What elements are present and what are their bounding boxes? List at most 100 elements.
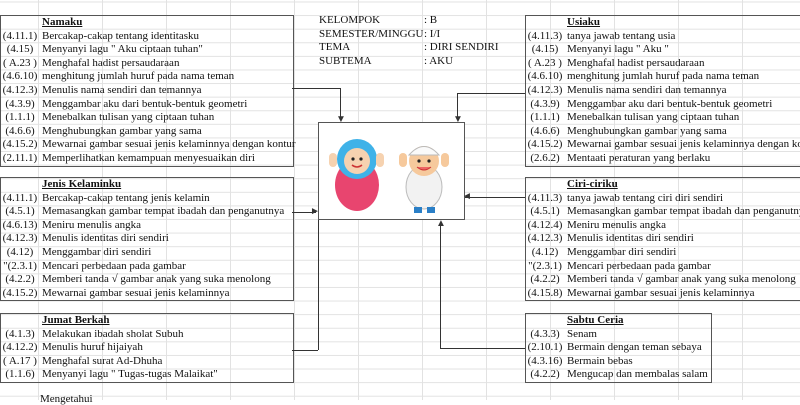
list-item: (4.11.3)tanya jawab tentang usia <box>526 30 800 44</box>
item-text: Mentaati peraturan yang berlaku <box>567 151 711 164</box>
list-item: (4.15) Menyanyi lagu " Aku ciptaan tuhan" <box>1 43 293 57</box>
list-item: "(2.3.1) Mencari perbedaan pada gambar <box>526 260 800 274</box>
section-title: Jumat Berkah <box>42 314 110 326</box>
list-item: (4.5.1)Memasangkan gambar tempat ibadah … <box>526 205 800 219</box>
item-text: Bercakap-cakap tentang jenis kelamin <box>42 191 210 204</box>
item-code: (4.12.3) <box>527 232 563 245</box>
item-text: Memberi tanda √ gambar anak yang suka me… <box>567 273 796 286</box>
list-item: (4.15.2)Mewarnai gambar sesuai jenis kel… <box>1 138 296 152</box>
list-item: (4.12.2) Menulis huruf hijaiyah <box>1 341 293 355</box>
item-code: (4.3.16) <box>527 354 563 367</box>
item-code: (4.6.6) <box>5 124 35 137</box>
item-text: Menyanyi lagu " Aku ciptaan tuhan" <box>42 43 203 56</box>
item-text: Menghafal surat Ad-Dhuha <box>42 354 163 367</box>
spacer <box>526 16 564 30</box>
info-value: : AKU <box>424 54 454 67</box>
item-text: Menggambar diri sendiri <box>567 245 677 258</box>
item-text: Menghafal hadist persaudaraan <box>567 56 705 69</box>
item-text: Meniru menulis angka <box>567 218 666 231</box>
arrow-right-icon: ► <box>310 206 320 217</box>
list-item: (4.12.3)Menulis nama sendiri dan temanny… <box>1 84 293 98</box>
list-item: (4.6.10) menghitung jumlah huruf pada nam… <box>526 70 800 84</box>
connector-ciri <box>465 197 525 198</box>
spacer <box>1 178 39 192</box>
list-item: (4.12.3)Menulis identitas diri sendiri <box>1 232 293 246</box>
item-code: (4.15.8) <box>527 286 563 299</box>
box-sabtu-ceria: Sabtu Ceria(4.3.3)Senam(2.10.1)Bermain d… <box>525 313 712 383</box>
list-item: (4.11.3)tanya jawab tentang ciri diri se… <box>526 192 800 206</box>
item-code: "(2.3.1) <box>528 259 562 272</box>
item-code: (4.12.3) <box>527 83 563 96</box>
item-text: Bermain bebas <box>567 354 633 367</box>
box-title-row: Jumat Berkah <box>1 314 293 328</box>
item-text: Mencari perbedaan pada gambar <box>567 259 711 272</box>
connector-sabtu-up <box>440 226 441 348</box>
list-item: (4.12)Menggambar diri sendiri <box>526 246 800 260</box>
list-item: (4.11.1)Bercakap-cakap tentang identitas… <box>1 30 293 44</box>
info-value: : I/I <box>424 27 441 40</box>
list-item: (1.1.1)Menebalkan tulisan yang ciptaan t… <box>526 111 800 125</box>
item-code: (4.12.2) <box>2 341 38 354</box>
item-code: (2.10.1) <box>527 341 563 354</box>
list-item: (4.3.16) Bermain bebas <box>526 355 711 369</box>
spacer <box>526 178 564 192</box>
item-code: ( A.17 ) <box>3 354 37 367</box>
item-code: (4.11.3) <box>527 191 563 204</box>
info-value: : DIRI SENDIRI <box>424 41 499 54</box>
box-title-row: Usiaku <box>526 16 800 30</box>
section-title: Usiaku <box>567 16 601 28</box>
box-title-row: Jenis Kelaminku <box>1 178 293 192</box>
item-text: Menghubungkan gambar yang sama <box>42 124 202 137</box>
item-text: Mewarnai gambar sesuai jenis kelaminnya <box>567 286 755 299</box>
list-item: (4.6.10) menghitung jumlah huruf pada nam… <box>1 70 293 84</box>
item-code: (4.6.10) <box>2 70 38 83</box>
item-text: Menggambar diri sendiri <box>42 245 152 258</box>
info-label: TEMA <box>319 41 351 54</box>
item-text: Menyanyi lagu " Tugas-tugas Malaikat" <box>42 368 218 381</box>
item-code: (4.15.2) <box>2 138 38 151</box>
item-text: Memperlihatkan kemampuan menyesuaikan di… <box>42 151 255 164</box>
item-text: menghitung jumlah huruf pada nama teman <box>567 70 760 83</box>
connector-sabtu <box>440 348 525 349</box>
box-jenis-kelaminku: Jenis Kelaminku(4.11.1)Bercakap-cakap te… <box>0 177 294 301</box>
section-title: Sabtu Ceria <box>567 314 624 326</box>
item-text: tanya jawab tentang usia <box>567 29 676 42</box>
item-code: "(2.3.1) <box>3 259 37 272</box>
item-code: (1.1.1) <box>530 111 560 124</box>
item-text: Meniru menulis angka <box>42 218 141 231</box>
connector-jenis <box>292 212 316 213</box>
item-code: (4.15.2) <box>2 286 38 299</box>
item-code: (4.2.2) <box>530 273 560 286</box>
info-row: SEMESTER/MINGGU: I/I <box>319 28 499 42</box>
item-code: (4.12.3) <box>2 232 38 245</box>
item-code: (4.12.4) <box>527 218 563 231</box>
arrow-down-icon: ▼ <box>336 114 346 125</box>
item-text: Menulis nama sendiri dan temannya <box>567 83 727 96</box>
arrow-down-icon: ▼ <box>453 114 463 125</box>
item-text: Melakukan ibadah sholat Subuh <box>42 327 184 340</box>
item-text: Menghubungkan gambar yang sama <box>567 124 727 137</box>
list-item: ( A.23 )Menghafal hadist persaudaraan <box>1 57 293 71</box>
item-text: Memberi tanda √ gambar anak yang suka me… <box>42 273 271 286</box>
list-item: (4.3.9)Menggambar aku dari bentuk-bentuk… <box>1 98 293 112</box>
list-item: (4.3.3)Senam <box>526 328 711 342</box>
list-item: (1.1.6)Menyanyi lagu " Tugas-tugas Malai… <box>1 368 293 382</box>
list-item: "(2.3.1)Mencari perbedaan pada gambar <box>1 260 293 274</box>
box-namaku: Namaku(4.11.1)Bercakap-cakap tentang ide… <box>0 15 296 167</box>
list-item: (4.3.9)Menggambar aku dari bentuk-bentuk… <box>526 98 800 112</box>
item-code: (4.6.10) <box>527 70 563 83</box>
item-code: (4.15) <box>6 43 34 56</box>
info-row: SUBTEMA: AKU <box>319 55 499 69</box>
item-text: Memasangkan gambar tempat ibadah dan pen… <box>567 205 800 218</box>
item-code: (1.1.1) <box>5 111 35 124</box>
kids-image <box>329 139 449 213</box>
info-label: KELOMPOK <box>319 14 381 26</box>
item-code: (4.1.3) <box>5 327 35 340</box>
list-item: (4.6.6)Menghubungkan gambar yang sama <box>526 125 800 139</box>
item-text: Menulis huruf hijaiyah <box>42 341 143 354</box>
info-value: : B <box>424 14 438 26</box>
item-text: menghitung jumlah huruf pada nama teman <box>42 70 235 83</box>
list-item: (1.1.1)Menebalkan tulisan yang ciptaan t… <box>1 111 293 125</box>
box-usiaku: Usiaku (4.11.3)tanya jawab tentang usia (4… <box>525 15 800 167</box>
list-item: (4.2.2)Mengucap dan membalas salam <box>526 368 711 382</box>
